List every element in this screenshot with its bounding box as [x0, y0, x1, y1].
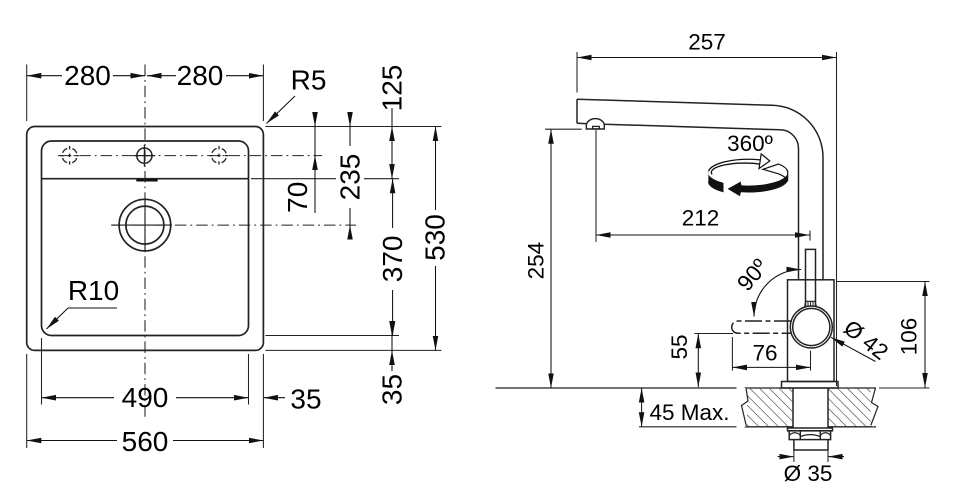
svg-text:70: 70 [282, 182, 313, 213]
svg-text:Ø 35: Ø 35 [784, 461, 833, 486]
svg-text:530: 530 [420, 214, 451, 261]
svg-text:35: 35 [377, 374, 408, 405]
svg-text:125: 125 [377, 65, 408, 112]
svg-text:Ø 42: Ø 42 [839, 315, 893, 365]
svg-text:106: 106 [897, 318, 922, 356]
svg-text:76: 76 [752, 341, 777, 366]
svg-text:R10: R10 [68, 275, 119, 306]
svg-text:370: 370 [377, 236, 408, 283]
svg-text:35: 35 [290, 384, 321, 415]
svg-text:254: 254 [524, 242, 549, 280]
svg-text:90º: 90º [732, 254, 773, 296]
svg-text:235: 235 [335, 154, 366, 201]
svg-text:R5: R5 [291, 65, 327, 96]
svg-text:212: 212 [682, 206, 720, 231]
svg-text:280: 280 [64, 60, 111, 91]
svg-text:490: 490 [122, 382, 169, 413]
svg-text:360º: 360º [727, 131, 773, 156]
svg-text:280: 280 [177, 60, 224, 91]
svg-text:55: 55 [667, 334, 692, 359]
svg-text:560: 560 [122, 426, 169, 457]
svg-text:45 Max.: 45 Max. [649, 400, 729, 425]
svg-text:257: 257 [688, 30, 726, 55]
